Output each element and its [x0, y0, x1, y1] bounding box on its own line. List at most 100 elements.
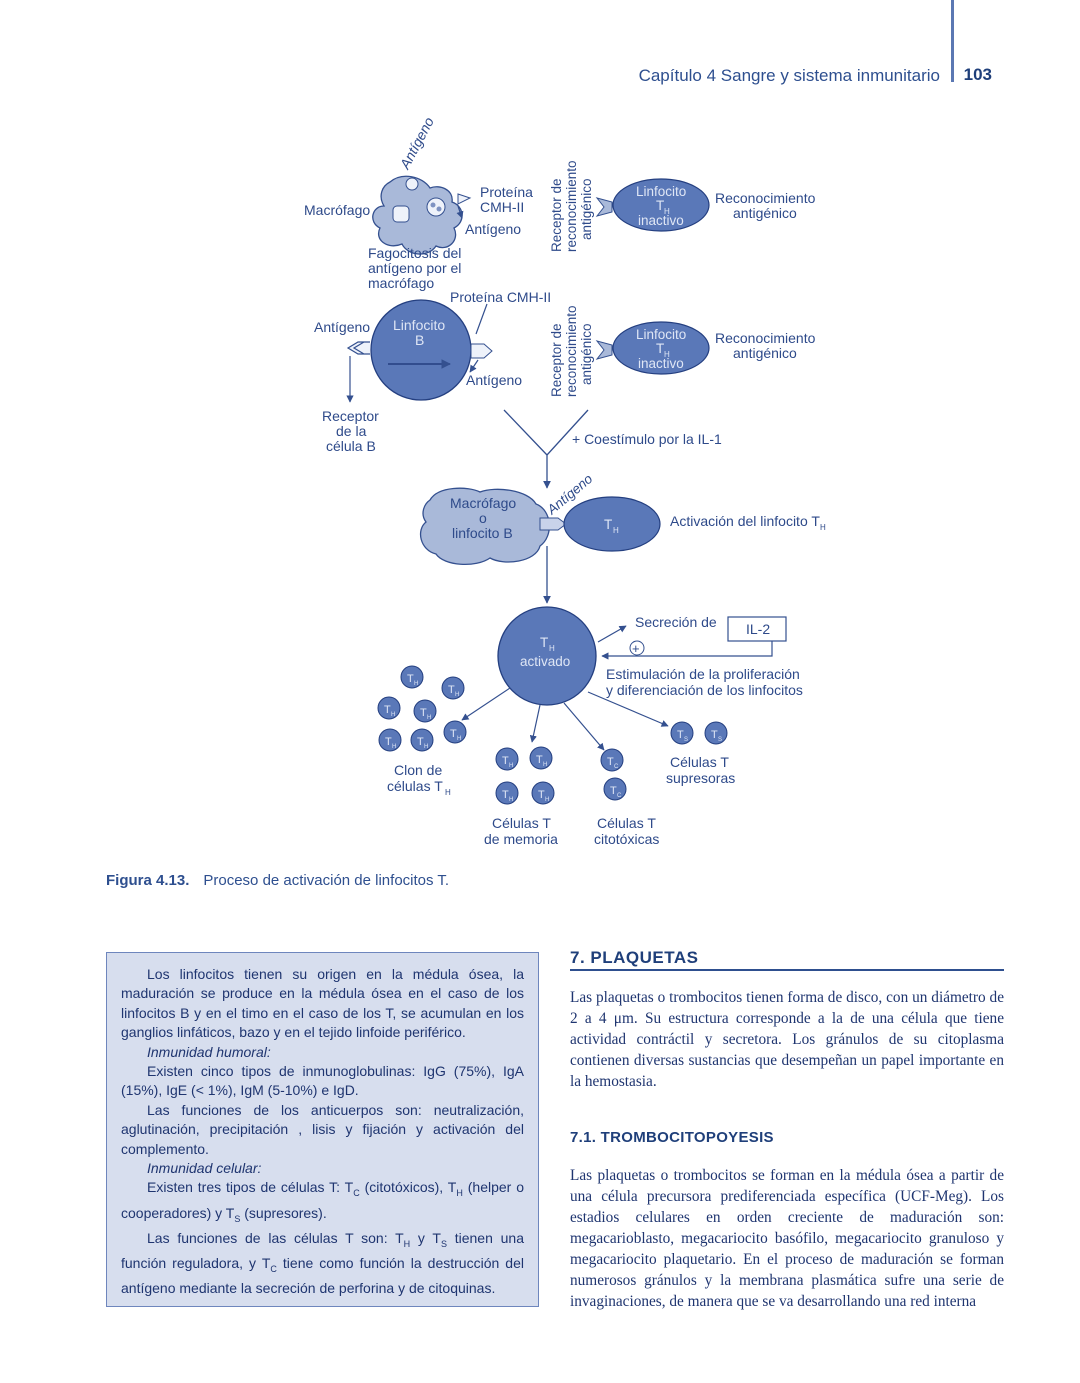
subscript: S	[440, 1238, 447, 1249]
box-paragraph: Existen cinco tipos de inmunoglobulinas:…	[121, 1063, 524, 1099]
label-antigeno-top: Antígeno	[396, 114, 437, 172]
arrow	[529, 704, 541, 743]
label-coestimulo: + Coestímulo por la IL-1	[572, 431, 722, 447]
presenting-cell-shape	[419, 487, 550, 565]
th-cell-small	[443, 720, 467, 744]
th-cell-small	[495, 747, 519, 771]
arrow	[597, 625, 627, 643]
label-linfocito: Linfocito	[636, 184, 686, 199]
th-cell-small	[377, 696, 401, 720]
text-span: (citotóxicos), T	[359, 1179, 457, 1196]
arrow	[456, 205, 464, 219]
th-cell-small	[378, 728, 402, 752]
label-supresoras-2: supresoras	[666, 770, 735, 786]
text-span: Las funciones de las células T son: T	[147, 1229, 404, 1246]
label-t: T	[384, 704, 391, 716]
label-proteina-cmh: Proteína CMH-II	[450, 289, 551, 305]
label-t: T	[656, 341, 664, 356]
label-antigenico: antigénico	[733, 345, 797, 361]
mhc-receptor	[470, 343, 493, 359]
label-h-sub: H	[457, 736, 461, 742]
section-7-1-text: Las plaquetas o trombocitos se forman en…	[570, 1167, 1004, 1310]
label-t: T	[677, 729, 684, 741]
label-h-sub: H	[455, 692, 459, 698]
tc-cell-small	[603, 777, 627, 801]
t-cell-activation-figure: Antígeno Macrófago Proteína CMH-II Antíg…	[304, 114, 826, 847]
text-span: y T	[410, 1229, 441, 1246]
label-t: T	[656, 198, 664, 213]
text-span: (supresores).	[240, 1204, 327, 1221]
label-t: T	[502, 789, 509, 801]
label-estimulacion-1: Estimulación de la proliferación	[606, 666, 800, 682]
text-span: (helper o cooperadores) y T	[121, 1179, 524, 1221]
subscript: S	[234, 1213, 241, 1224]
box-paragraph: Existen tres tipos de células T: TC (cit…	[121, 1178, 524, 1228]
label-t: T	[407, 673, 414, 685]
label-linfocito: Linfocito	[636, 327, 686, 342]
label-plus: +	[632, 641, 640, 656]
section-7-heading: 7. PLAQUETAS	[570, 948, 1004, 971]
label-memoria-1: Células T	[492, 815, 551, 831]
granule	[426, 197, 446, 217]
label-antigenico: antigénico	[733, 205, 797, 221]
box-heading-humoral: Inmunidad humoral:	[147, 1043, 271, 1060]
label-citotox-2: citotóxicas	[594, 831, 659, 847]
label-t: T	[610, 785, 617, 797]
antigen-particle	[405, 177, 419, 191]
section-7-text: Las plaquetas o trombocitos tienen forma…	[570, 989, 1004, 1090]
tc-cell-small	[600, 748, 624, 772]
t-helper-inactive-cell	[612, 178, 710, 232]
label-mac-b-3: linfocito B	[452, 525, 513, 541]
label-cmh-ii: CMH-II	[480, 199, 524, 215]
feedback-arrow	[601, 641, 773, 660]
label-reconocimiento: Reconocimiento	[715, 330, 816, 346]
label-mac-b-2: o	[479, 510, 487, 526]
box-paragraph: Las funciones de los anticuerpos son: ne…	[121, 1101, 524, 1157]
label-h-sub: H	[664, 350, 670, 359]
label-activacion: Activación del linfocito T	[670, 513, 820, 529]
th-cell-small	[400, 665, 424, 689]
label-receptor-b-3: célula B	[326, 438, 376, 454]
label-t: T	[540, 635, 548, 650]
subscript: H	[456, 1188, 463, 1199]
t-helper-cell	[563, 496, 661, 552]
antigen-presentation	[539, 517, 567, 531]
label-linfocito-b-2: B	[415, 332, 424, 348]
label-fagocitosis-2: antígeno por el	[368, 260, 461, 276]
label-h-sub: H	[509, 763, 513, 769]
ts-cell-small	[670, 721, 694, 745]
t-helper-inactive-cell	[612, 321, 710, 375]
label-h-sub: H	[820, 523, 826, 532]
label-inactivo: inactivo	[638, 356, 684, 371]
th-cell-small	[410, 728, 434, 752]
granule-dot	[430, 202, 436, 208]
label-h-sub: H	[392, 744, 396, 750]
label-t: T	[607, 756, 614, 768]
granule-dot	[436, 206, 442, 212]
th-cell-small	[495, 781, 519, 805]
label-clon-1: Clon de	[394, 762, 442, 778]
label-t: T	[502, 755, 509, 767]
label-supresoras-1: Células T	[670, 754, 729, 770]
label-h-sub: H	[613, 526, 619, 535]
summary-box: Los linfocitos tienen su origen en la mé…	[106, 952, 539, 1307]
label-c-sub: C	[617, 793, 622, 799]
th-cell-small	[531, 781, 555, 805]
label-t: T	[450, 728, 457, 740]
label-secrecion: Secreción de	[635, 614, 717, 630]
arrow	[563, 702, 605, 751]
plus-sign	[629, 640, 645, 656]
label-receptor-2: reconocimiento	[564, 160, 579, 252]
b-cell	[370, 299, 472, 401]
label-receptor-b-2: de la	[336, 423, 367, 439]
label-inactivo: inactivo	[638, 213, 684, 228]
figure-caption: Figura 4.13.Proceso de activación de lin…	[106, 872, 449, 889]
label-antigeno-b: Antígeno	[314, 319, 370, 335]
label-h-sub: H	[445, 788, 451, 797]
label-antigeno-1: Antígeno	[465, 221, 521, 237]
label-t: T	[711, 729, 718, 741]
